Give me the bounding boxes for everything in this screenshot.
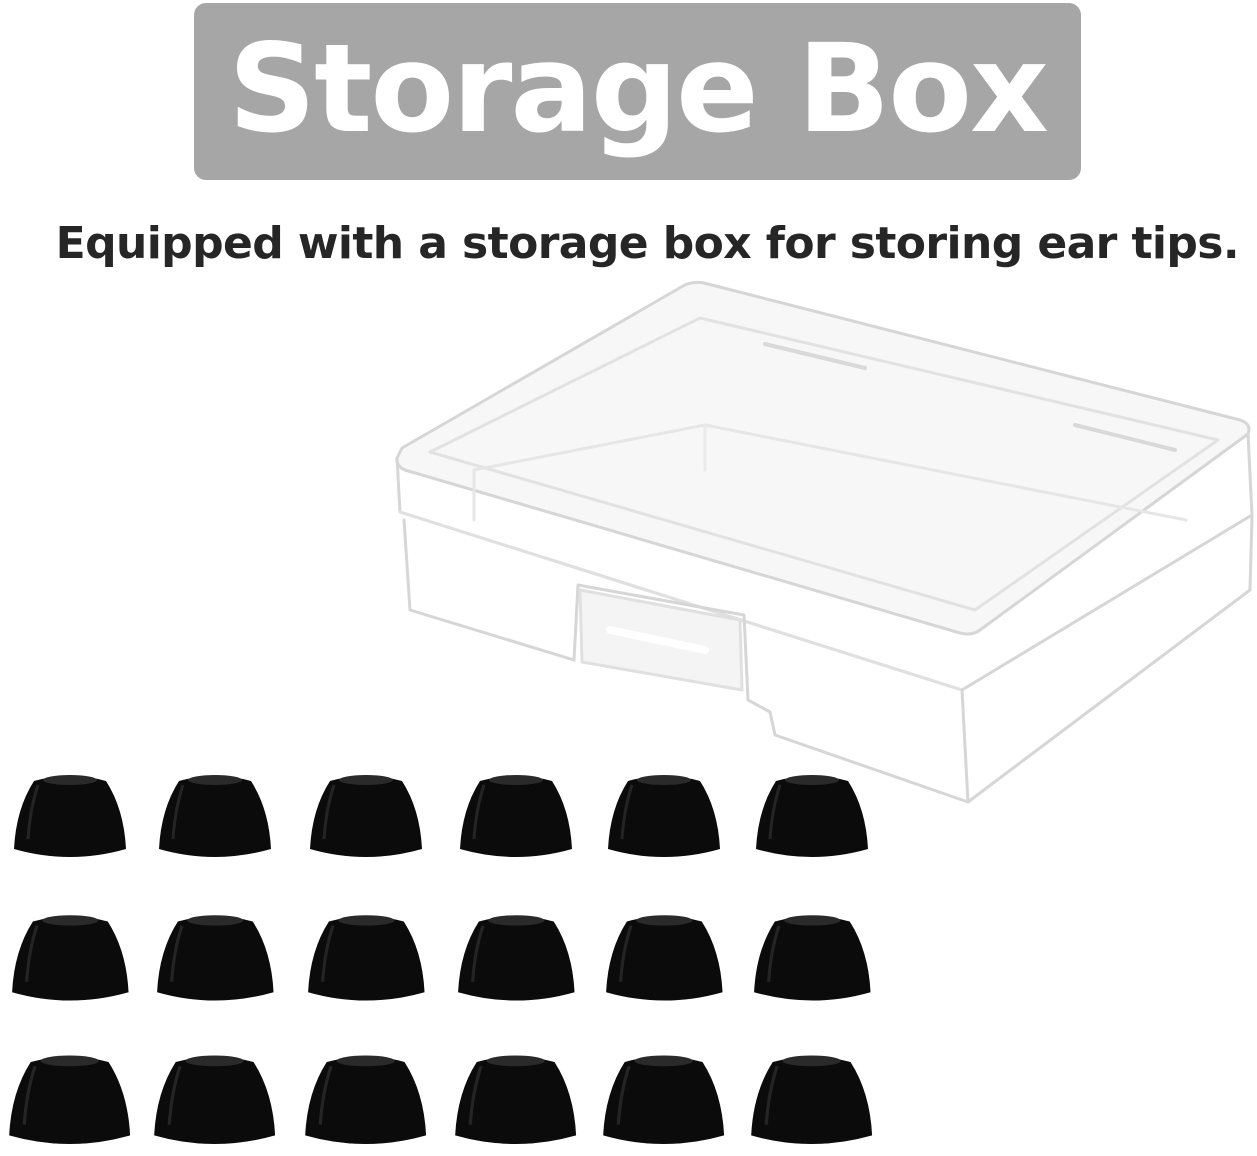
- ear-tip-17: [603, 1055, 725, 1145]
- ear-tip-11: [605, 915, 723, 1001]
- ear-tip-8: [156, 915, 274, 1001]
- ear-tip-1: [14, 775, 126, 857]
- ear-tip-16: [455, 1055, 577, 1145]
- ear-tip-12: [753, 915, 871, 1001]
- ear-tip-10: [457, 915, 575, 1001]
- ear-tip-9: [307, 915, 425, 1001]
- subtitle: Equipped with a storage box for storing …: [55, 218, 1240, 269]
- ear-tip-13: [9, 1055, 131, 1145]
- ear-tip-18: [751, 1055, 873, 1145]
- ear-tips-group: [0, 760, 900, 1156]
- ear-tip-3: [310, 775, 422, 857]
- ear-tip-6: [756, 775, 868, 857]
- ear-tip-4: [460, 775, 572, 857]
- ear-tip-15: [305, 1055, 427, 1145]
- ear-tip-7: [11, 915, 129, 1001]
- ear-tip-14: [154, 1055, 276, 1145]
- storage-box-illustration: [395, 280, 1254, 804]
- ear-tip-2: [159, 775, 271, 857]
- title-banner: Storage Box: [194, 3, 1081, 180]
- page-title: Storage Box: [228, 17, 1049, 160]
- ear-tip-5: [608, 775, 720, 857]
